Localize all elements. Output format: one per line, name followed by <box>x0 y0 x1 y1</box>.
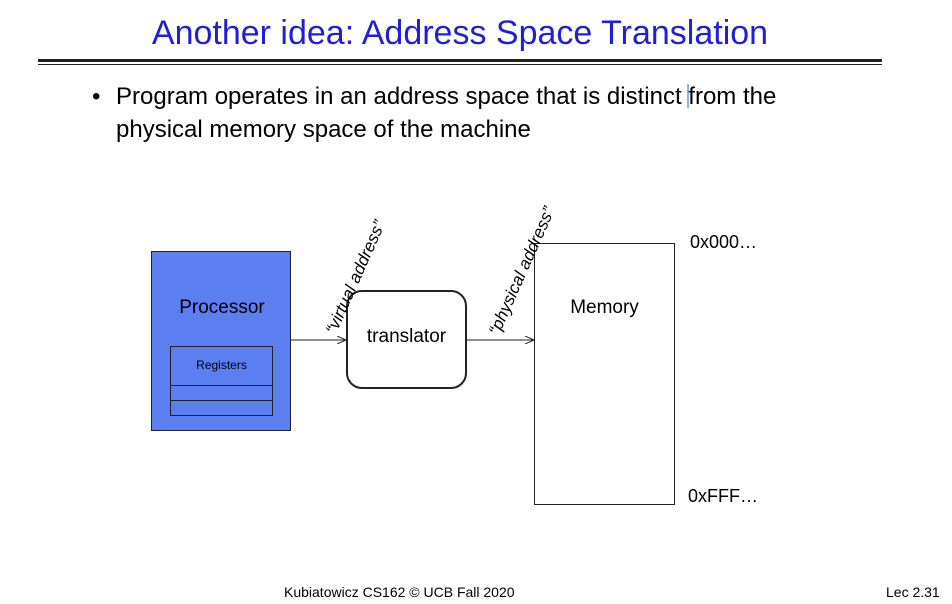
bullet-dot: • <box>92 83 101 110</box>
registers-label: Registers <box>196 358 247 372</box>
bullet-text: Program operates in an address space tha… <box>116 80 856 146</box>
memory-bottom-address: 0xFFF… <box>688 486 758 506</box>
memory-top-address: 0x000… <box>690 232 758 252</box>
bullet-text-part2: from the physical memory space of the ma… <box>116 83 777 143</box>
register-divider <box>171 400 272 401</box>
processor-label: Processor <box>179 297 265 318</box>
memory-box: Memory <box>534 243 675 505</box>
translator-box: translator <box>346 290 467 389</box>
translator-label: translator <box>366 326 447 347</box>
text-cursor <box>687 84 690 108</box>
footer-credit: Kubiatowicz CS162 © UCB Fall 2020 <box>284 584 515 600</box>
registers-box: Registers <box>170 346 273 416</box>
register-divider <box>171 385 272 386</box>
processor-box: Processor Registers <box>151 251 291 431</box>
title-rule-thin <box>38 64 882 65</box>
bullet-text-part1: Program operates in an address space tha… <box>116 83 689 110</box>
title-rule <box>38 59 882 62</box>
memory-label: Memory <box>570 297 639 318</box>
slide-title: Another idea: Address Space Translation <box>151 14 769 52</box>
slide-number: Lec 2.31 <box>886 584 940 600</box>
